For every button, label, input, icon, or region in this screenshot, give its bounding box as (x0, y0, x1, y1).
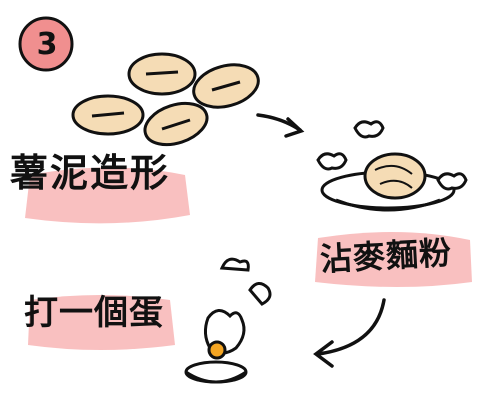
step-badge (18, 16, 74, 72)
caption-crack-egg: 打一個蛋 (24, 293, 164, 333)
step-number: 3 (36, 26, 58, 62)
egg-bowl (184, 257, 272, 384)
caption-coat-flour: 沾麥麵粉 (319, 233, 453, 279)
caption-highlights (25, 167, 472, 350)
arrow-right-icon (256, 113, 305, 138)
arrow-down-left-icon (313, 298, 386, 368)
caption-shape-mash: 薯泥造形 (10, 151, 171, 195)
flour-plate (316, 120, 468, 212)
potato-patties (71, 52, 260, 147)
